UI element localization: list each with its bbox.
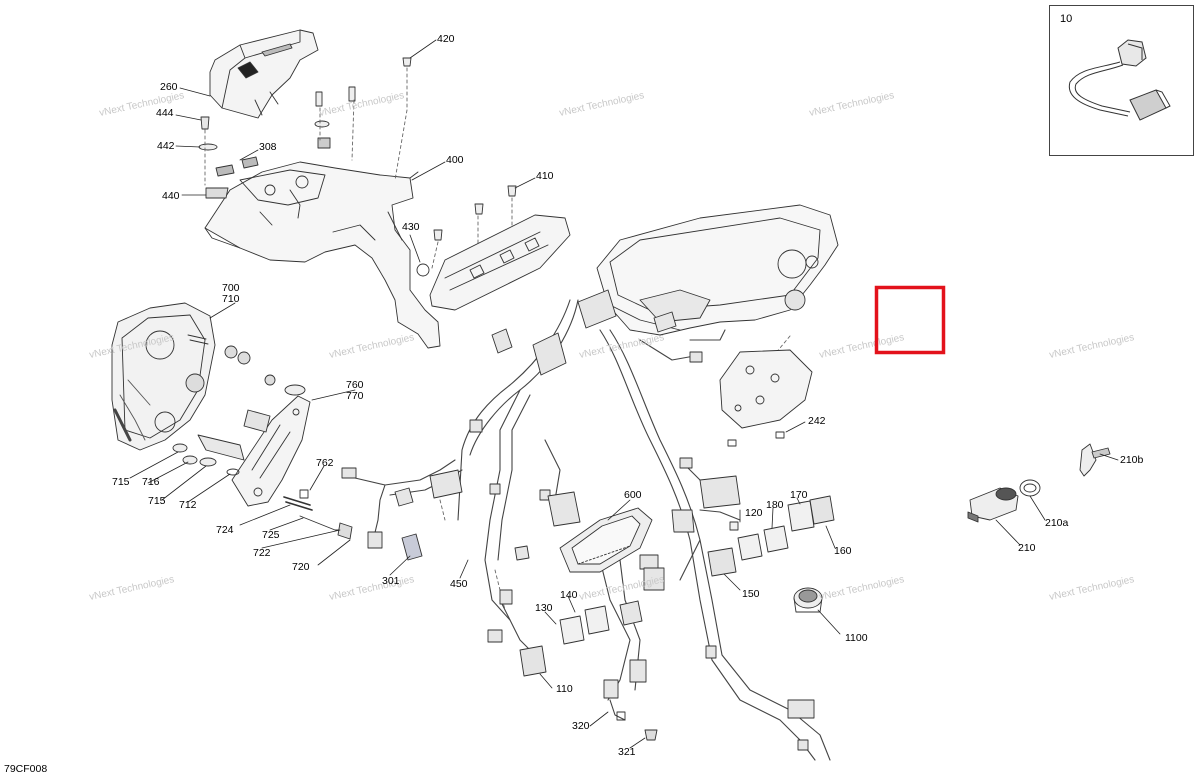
screw-321 — [644, 729, 658, 741]
callout-442: 442 — [157, 140, 175, 152]
svg-text:vNext Technologies: vNext Technologies — [1048, 574, 1135, 603]
ignition-switch-210 — [967, 479, 1041, 523]
fasteners-712 — [172, 409, 353, 540]
part-301 — [401, 533, 423, 561]
svg-text:vNext Technologies: vNext Technologies — [818, 332, 905, 361]
bracket-part-242 — [719, 349, 813, 447]
key-210b — [1079, 443, 1111, 477]
callout-110: 110 — [556, 683, 573, 695]
washers-700 — [187, 334, 306, 396]
svg-text:vNext Technologies: vNext Technologies — [1048, 332, 1135, 361]
inset-frame — [1049, 5, 1194, 156]
callout-210b: 210b — [1120, 454, 1144, 466]
callout-430: 430 — [402, 221, 420, 233]
callout-722: 722 — [253, 547, 271, 559]
bracket-part-410 — [429, 214, 571, 311]
callout-301: 301 — [382, 575, 400, 587]
cable-part-10 — [1068, 39, 1171, 121]
callout-labels: 420 260 444 442 440 308 400 410 430 700 … — [112, 33, 1144, 758]
callout-700: 700 — [222, 282, 240, 294]
cluster-frame — [596, 204, 839, 336]
svg-text:vNext Technologies: vNext Technologies — [88, 574, 175, 603]
callout-400: 400 — [446, 154, 464, 166]
callout-1100: 1100 — [845, 632, 868, 644]
callout-762: 762 — [316, 457, 334, 469]
callout-725: 725 — [262, 529, 280, 541]
svg-text:vNext Technologies: vNext Technologies — [328, 574, 415, 603]
callout-140: 140 — [560, 589, 578, 601]
svg-text:vNext Technologies: vNext Technologies — [578, 332, 665, 361]
small-hardware — [198, 57, 517, 277]
callout-120: 120 — [745, 507, 763, 519]
callout-170: 170 — [790, 489, 808, 501]
svg-text:vNext Technologies: vNext Technologies — [328, 332, 415, 361]
callout-760: 760 — [346, 379, 364, 391]
callout-160: 160 — [834, 545, 852, 557]
svg-text:vNext Technologies: vNext Technologies — [318, 90, 405, 119]
bracket-part-400 — [204, 161, 441, 349]
callout-leaders — [129, 39, 1119, 749]
callout-600: 600 — [624, 489, 642, 501]
callout-210: 210 — [1018, 542, 1036, 554]
harness-connectors — [341, 289, 815, 751]
inset-label: 10 — [1060, 13, 1072, 25]
callout-308: 308 — [259, 141, 277, 153]
callout-770: 770 — [346, 390, 364, 402]
callout-150: 150 — [742, 588, 760, 600]
callout-440: 440 — [162, 190, 180, 202]
clip-320 — [616, 711, 626, 721]
cover-part-260 — [209, 29, 319, 119]
part-1100 — [793, 587, 823, 613]
callout-716: 716 — [142, 476, 160, 488]
callout-710: 710 — [222, 293, 240, 305]
svg-text:vNext Technologies: vNext Technologies — [808, 90, 895, 119]
callout-724: 724 — [216, 524, 234, 536]
highlight-box — [874, 285, 946, 355]
callout-321: 321 — [618, 746, 636, 758]
callout-444: 444 — [156, 107, 174, 119]
callout-130: 130 — [535, 602, 553, 614]
callout-210a: 210a — [1045, 517, 1069, 529]
inset-box-part-10: 10 — [1049, 5, 1194, 156]
callout-712: 712 — [179, 499, 197, 511]
callout-715-b: 715 — [148, 495, 166, 507]
svg-text:vNext Technologies: vNext Technologies — [558, 90, 645, 119]
callout-410: 410 — [536, 170, 554, 182]
callout-720: 720 — [292, 561, 310, 573]
callout-242: 242 — [808, 415, 826, 427]
switches — [519, 495, 835, 677]
callout-180: 180 — [766, 499, 784, 511]
svg-text:vNext Technologies: vNext Technologies — [818, 574, 905, 603]
callout-260: 260 — [160, 81, 178, 93]
headlight-part-700 — [111, 302, 216, 451]
callout-450: 450 — [450, 578, 468, 590]
bracket-part-760 — [231, 395, 311, 507]
callout-320: 320 — [572, 720, 590, 732]
callout-420: 420 — [437, 33, 455, 45]
display-part-600 — [559, 507, 653, 573]
document-id: 79CF008 — [4, 763, 47, 775]
callout-715-a: 715 — [112, 476, 130, 488]
